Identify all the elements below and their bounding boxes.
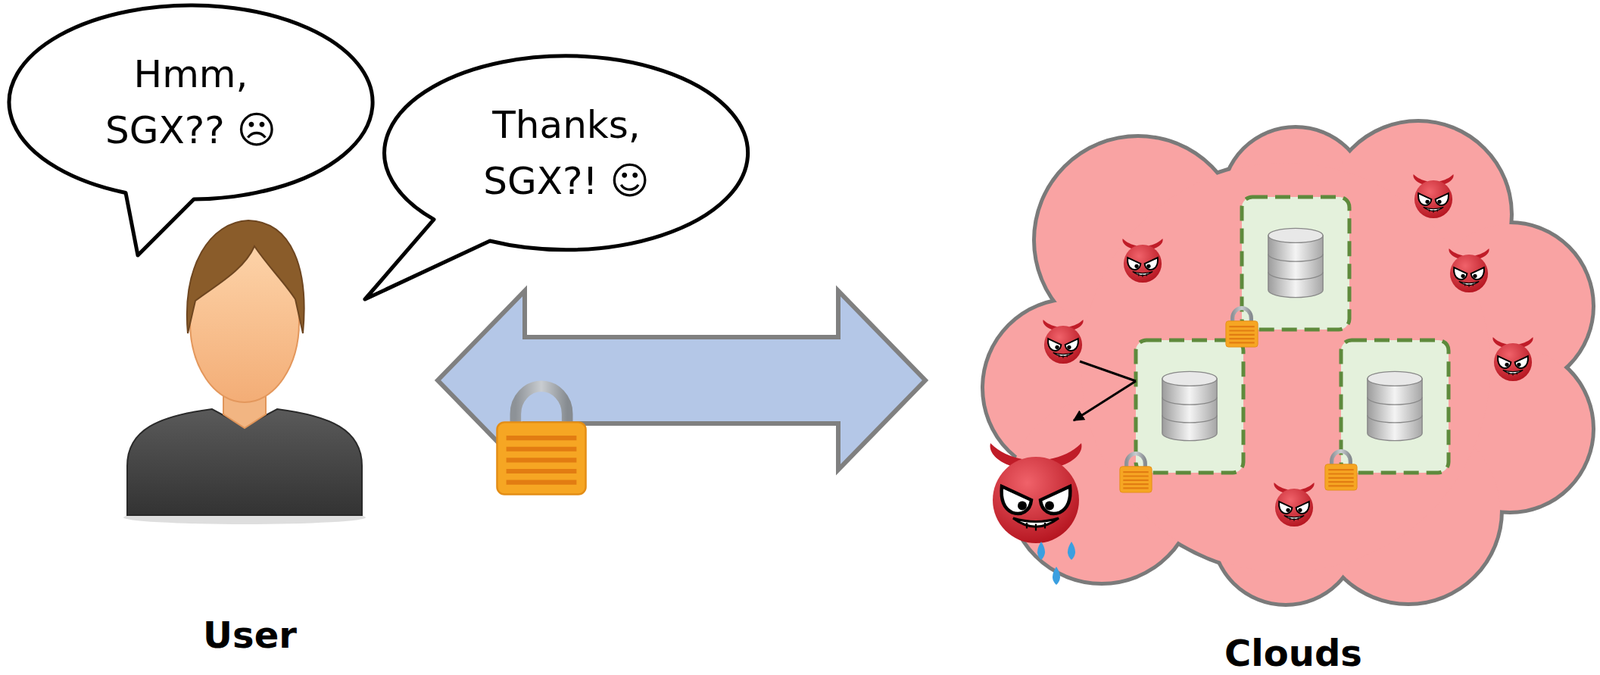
enclave-box xyxy=(1341,339,1449,473)
user-figure-svg xyxy=(113,215,438,659)
user-figure: User xyxy=(113,215,438,659)
cloud-fill xyxy=(1081,162,1491,572)
attacker-icon xyxy=(1492,336,1533,381)
database-icon xyxy=(1367,371,1423,440)
cloud-outline xyxy=(1081,162,1491,572)
enclave-lock xyxy=(1225,308,1258,347)
attacker-icon xyxy=(1122,238,1163,283)
speech-bubble: Thanks, SGX?! ☺ xyxy=(383,54,752,305)
bubble-text: Hmm, SGX?? ☹ xyxy=(77,46,305,159)
bubble-outline xyxy=(9,5,373,256)
tear-drop xyxy=(1037,541,1045,560)
attacker-icon xyxy=(1273,482,1314,527)
enclave-box xyxy=(1135,339,1244,473)
database-icon xyxy=(1162,371,1217,440)
speech-bubble: Hmm, SGX?? ☹ xyxy=(7,3,376,262)
tear-drop xyxy=(1052,566,1061,585)
bubble-outline xyxy=(364,56,749,300)
padlock-icon xyxy=(496,386,586,495)
attack-line xyxy=(1079,361,1136,381)
block-arrow xyxy=(437,290,926,470)
tear-drop xyxy=(1067,541,1076,560)
enclave-box xyxy=(1241,196,1350,330)
attack-arrow xyxy=(1073,380,1136,421)
enclave-lock xyxy=(1119,453,1152,493)
enclave-lock xyxy=(1325,451,1357,490)
person-hair xyxy=(187,220,305,334)
big-attacker-icon xyxy=(990,442,1083,543)
cloud-shape-svg xyxy=(925,124,1597,667)
database-icon xyxy=(1268,227,1323,297)
cloud-shape: Clouds xyxy=(925,124,1597,667)
attacker-icon xyxy=(1448,248,1489,293)
cloud-label: Clouds xyxy=(1179,630,1407,675)
attacker-icon xyxy=(1042,319,1083,364)
user-label: User xyxy=(174,611,326,658)
bubble-text: Thanks, SGX?! ☺ xyxy=(452,96,680,209)
attacker-icon xyxy=(1412,174,1454,219)
